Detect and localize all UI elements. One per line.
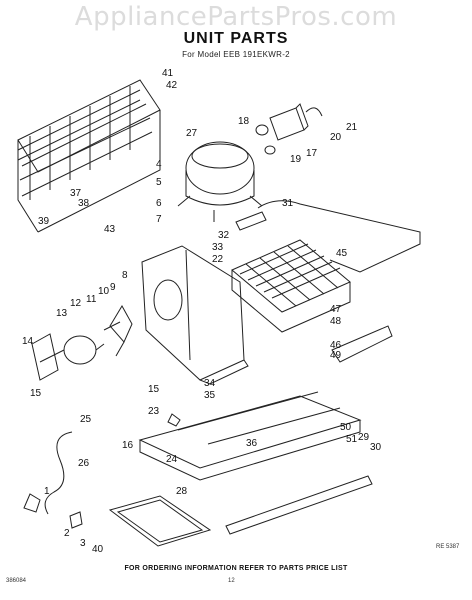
start-relay [255,103,323,155]
callout: 10 [98,286,110,297]
callout: 34 [204,378,216,389]
page-title: UNIT PARTS [183,30,289,47]
callout: 36 [246,438,258,449]
callout: 38 [78,198,90,209]
callout: 18 [238,116,250,127]
callout: 37 [70,188,82,199]
model-subtitle: For Model EEB 191EKWR-2 [182,50,290,59]
callout: 14 [22,336,34,347]
callout: 15 [148,384,160,395]
callout: 9 [110,282,116,293]
callout: 29 [358,432,370,443]
callout: 17 [306,148,318,159]
callout: 1 [44,486,50,497]
callout: 24 [166,454,178,465]
callout: 11 [86,294,97,305]
callout: 22 [212,254,224,265]
callout: 27 [186,128,198,139]
callout: 42 [166,80,178,91]
callout: 5 [156,177,162,188]
callout: 31 [282,198,294,209]
callout: 16 [122,440,134,451]
callout: 6 [156,198,162,209]
drain-pan [108,495,212,547]
drier-tube [235,200,421,273]
callout: 39 [38,216,50,227]
callout: 43 [104,224,116,235]
watermark: AppliancePartsPros.com [74,2,398,32]
fan-assembly [31,305,133,381]
callout: 25 [80,414,92,425]
page-number: 12 [228,578,235,584]
base-frame [138,391,373,535]
callout: 2 [64,528,70,539]
callout: 21 [346,122,358,133]
callout: 4 [156,159,162,170]
callout: 49 [330,350,342,361]
fan-bracket [141,245,249,385]
callout: 3 [80,538,86,549]
callout: 47 [330,304,342,315]
reference-code: RE 5387 [436,544,460,550]
callout: 40 [92,544,104,555]
callout: 23 [148,406,160,417]
callout: 13 [56,308,68,319]
condenser-grid [231,239,351,333]
condenser-coil [17,79,161,233]
callout: 33 [212,242,224,253]
callout: 15 [30,388,42,399]
power-cord [23,431,83,529]
callout: 19 [290,154,302,165]
callout: 12 [70,298,82,309]
callout: 7 [156,214,162,225]
callout-labels: 41 42 27 18 21 20 17 19 4 5 37 38 39 43 … [22,68,382,555]
callout: 26 [78,458,90,469]
compressor [177,141,263,222]
callout: 46 [330,340,342,351]
mounting-bracket [331,325,393,363]
callout: 51 [346,434,358,445]
callout: 45 [336,248,348,259]
ordering-info-footer: FOR ORDERING INFORMATION REFER TO PARTS … [124,565,348,572]
callout: 20 [330,132,342,143]
callout: 8 [122,270,128,281]
callout: 35 [204,390,216,401]
callout: 32 [218,230,230,241]
callout: 50 [340,422,352,433]
document-code: 386084 [6,578,27,584]
callout: 28 [176,486,188,497]
callout: 48 [330,316,342,327]
callout: 41 [162,68,174,79]
callout: 30 [370,442,382,453]
